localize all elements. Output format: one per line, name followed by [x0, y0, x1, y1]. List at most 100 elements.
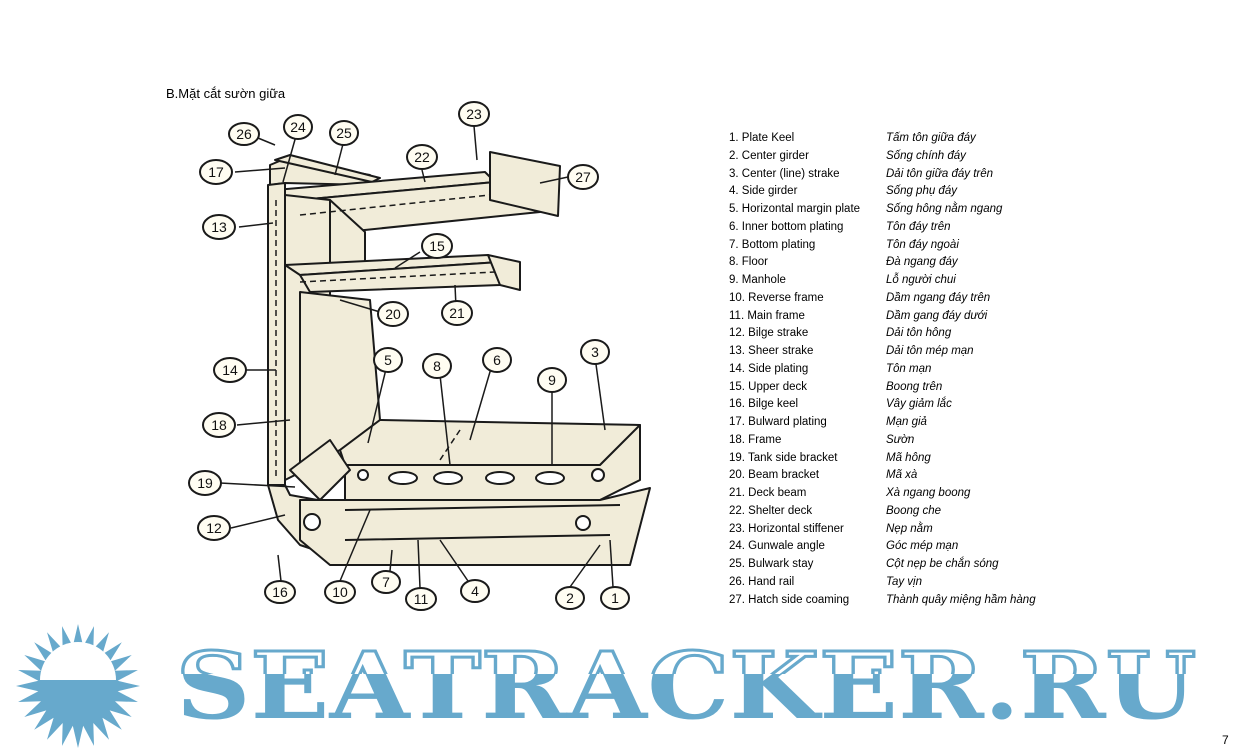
section-title: B.Mặt cắt sườn giữa — [166, 86, 286, 101]
legend-item: 13. Sheer strake Dải tôn mép mạn — [729, 343, 1149, 361]
callout-label: 25 — [336, 125, 352, 141]
callout-27 — [567, 164, 599, 190]
manhole — [535, 471, 565, 485]
callout-label: 19 — [197, 475, 213, 491]
legend-english: 19. Tank side bracket — [729, 451, 838, 464]
legend-english: 5. Horizontal margin plate — [729, 203, 861, 215]
watermark-text: SEATRACKER.RU SEATRACKER.RU — [175, 631, 1198, 741]
legend-vietnamese: Boong che — [886, 504, 941, 517]
callout-label: 11 — [414, 591, 429, 607]
legend-vietnamese: Nẹp nằm — [886, 522, 933, 535]
callout-label: 20 — [385, 306, 401, 322]
legend-vietnamese: Lỗ người chui — [886, 274, 956, 286]
callout-2 — [555, 586, 585, 610]
legend-vietnamese: Dầm gang đáy dưới — [886, 309, 988, 322]
legend-item: 5. Horizontal margin plate Sống hông nằm … — [729, 201, 1149, 219]
callout-1 — [600, 586, 630, 610]
callout-label: 23 — [466, 106, 482, 122]
sun-logo-icon — [16, 624, 140, 748]
callout-9 — [537, 367, 567, 393]
legend-vietnamese: Tấm tôn giữa đáy — [886, 132, 976, 144]
callout-16 — [264, 580, 296, 604]
callout-label: 5 — [384, 352, 392, 368]
callout-label: 8 — [433, 358, 441, 374]
callout-14 — [213, 357, 247, 383]
upper-deck-edge — [487, 254, 521, 291]
legend-vietnamese: Mạn giả — [886, 416, 927, 428]
legend-vietnamese: Boong trên — [886, 380, 943, 393]
callout-26 — [228, 122, 260, 146]
legend-english: 8. Floor — [729, 256, 768, 269]
legend-vietnamese: Cột nẹp be chắn sóng — [886, 558, 999, 570]
legend-item: 7. Bottom plating Tôn đáy ngoài — [729, 237, 1149, 255]
legend-vietnamese: Sườn — [886, 433, 915, 446]
legend-english: 13. Sheer strake — [729, 345, 814, 357]
legend-vietnamese: Sống chính đáy — [886, 149, 966, 162]
legend-english: 4. Side girder — [729, 185, 798, 198]
legend-item: 18. Frame Sườn — [729, 432, 1149, 450]
legend-vietnamese: Tay vịn — [886, 575, 923, 588]
legend-english: 12. Bilge strake — [729, 327, 809, 340]
legend-english: 18. Frame — [729, 433, 782, 446]
callout-label: 14 — [222, 362, 238, 378]
callout-21 — [441, 300, 473, 326]
callout-label: 1 — [611, 590, 619, 606]
callout-15 — [421, 233, 453, 259]
legend-vietnamese: Dải tôn giữa đáy trên — [886, 167, 994, 180]
leader-lines — [219, 125, 614, 589]
callout-label: 15 — [429, 238, 445, 254]
legend-vietnamese: Dầm ngang đáy trên — [886, 291, 991, 304]
callout-20 — [377, 301, 409, 327]
callout-5 — [373, 347, 403, 373]
callout-label: 27 — [575, 169, 591, 185]
lightening-hole — [357, 469, 369, 481]
legend-english: 9. Manhole — [729, 274, 786, 286]
callout-label: 16 — [272, 584, 288, 600]
callout-label: 18 — [211, 417, 227, 433]
sun-disc — [40, 642, 116, 680]
watermark-text-outline: SEATRACKER.RU — [176, 632, 1196, 740]
callout-22 — [406, 144, 438, 170]
lightening-hole — [303, 513, 321, 531]
legend-vietnamese: Dải tôn mép mạn — [886, 345, 974, 357]
callout-label: 6 — [493, 352, 501, 368]
legend-english: 21. Deck beam — [729, 487, 807, 499]
legend-english: 23. Horizontal stiffener — [729, 522, 844, 535]
legend-vietnamese: Sống hông nằm ngang — [886, 203, 1003, 215]
legend-vietnamese: Mã hông — [886, 451, 931, 464]
callout-label: 13 — [211, 219, 227, 235]
callout-label: 9 — [548, 372, 556, 388]
callout-19 — [188, 470, 222, 496]
legend-item: 15. Upper deck Boong trên — [729, 379, 1149, 397]
callout-13 — [202, 214, 236, 240]
manhole — [388, 471, 418, 485]
lightening-hole — [575, 515, 591, 531]
callout-12 — [197, 515, 231, 541]
callout-label: 12 — [206, 520, 222, 536]
manhole — [433, 471, 463, 485]
callout-11 — [405, 587, 437, 611]
callout-label: 24 — [290, 119, 306, 135]
callout-label: 22 — [414, 149, 430, 165]
callout-4 — [460, 579, 490, 603]
legend-english: 10. Reverse frame — [729, 291, 824, 304]
legend-english: 27. Hatch side coaming — [729, 593, 850, 606]
legend-english: 15. Upper deck — [729, 380, 807, 393]
callout-label: 21 — [449, 305, 465, 321]
legend-english: 7. Bottom plating — [729, 238, 816, 251]
legend-vietnamese: Góc mép mạn — [886, 540, 959, 553]
legend-vietnamese: Tôn mạn — [886, 362, 932, 375]
bottom-girder-lines — [344, 504, 621, 541]
callout-6 — [482, 347, 512, 373]
manhole — [485, 471, 515, 485]
legend-vietnamese: Tôn đáy ngoài — [886, 238, 959, 251]
